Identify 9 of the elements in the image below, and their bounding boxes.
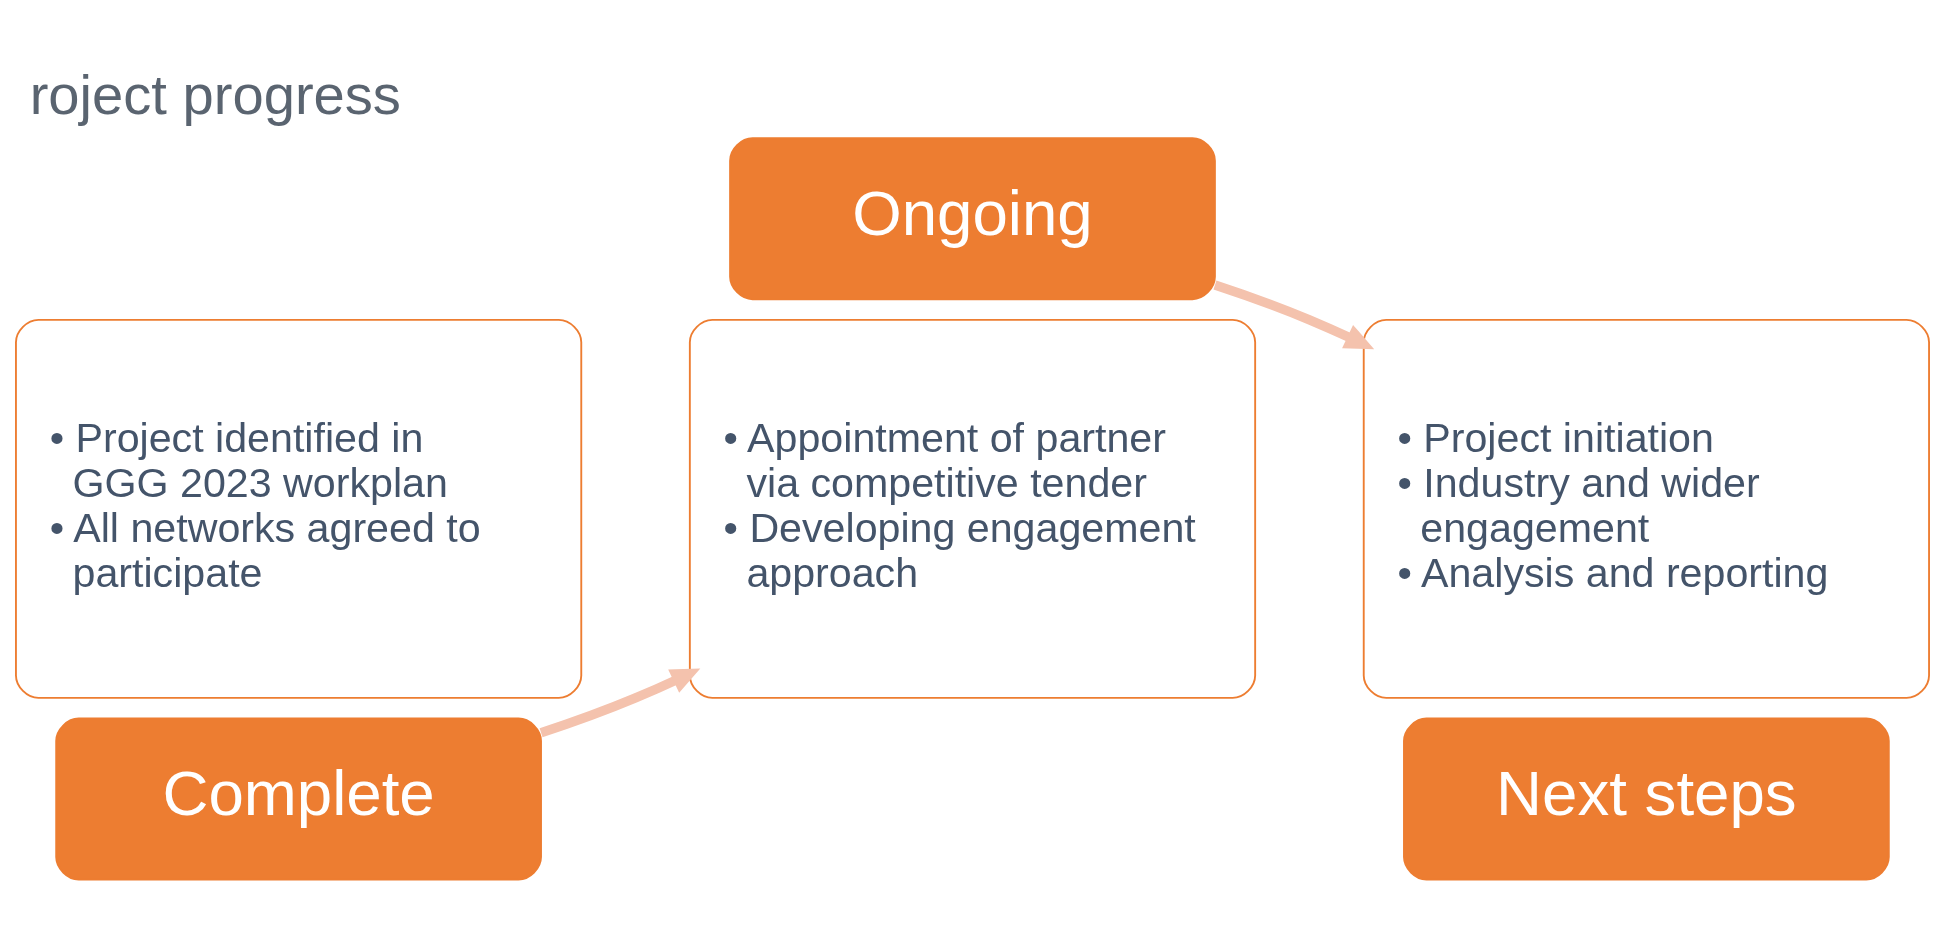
node-box: Next steps bbox=[1403, 717, 1890, 880]
node-box: Complete bbox=[55, 717, 542, 880]
arrow bbox=[1213, 280, 1375, 349]
node-box: • Project identified in GGG 2023 workplan • All networks agreed to participate bbox=[15, 318, 583, 699]
node-box: Ongoing bbox=[729, 136, 1216, 300]
node-box: • Appointment of partner via competitive tender • Developing engagement approach bbox=[688, 318, 1257, 699]
arrow bbox=[539, 668, 701, 737]
node-box: • Project initiation • Industry and wider engagement • Analysis and reporting bbox=[1362, 318, 1930, 699]
diagram-title: roject progress bbox=[29, 62, 401, 126]
